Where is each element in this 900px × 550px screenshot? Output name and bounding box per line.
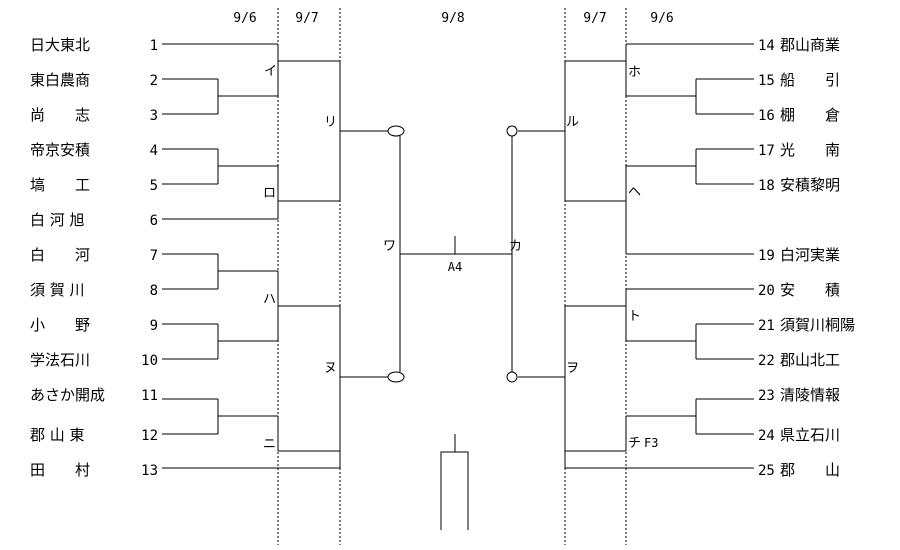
right-team-name: 県立石川 xyxy=(780,426,840,444)
left-team-number: 8 xyxy=(150,283,158,299)
left-team-name: 学法石川 xyxy=(30,351,90,369)
left-team-name: あさか開成 xyxy=(30,386,105,404)
match-label-ha: ハ xyxy=(263,292,276,307)
right-team-number: 25 xyxy=(758,463,775,479)
right-team-number: 18 xyxy=(758,178,775,194)
left-team-number: 7 xyxy=(150,248,158,264)
left-team-number: 3 xyxy=(150,108,158,124)
left-team-number: 5 xyxy=(150,178,158,194)
right-team-name: 郡 山 xyxy=(780,461,840,479)
venue-chi: F3 xyxy=(644,436,658,450)
left-team-name: 東白農商 xyxy=(30,71,90,89)
left-team-name: 小 野 xyxy=(30,316,90,334)
right-team-name: 白河実業 xyxy=(780,246,840,264)
left-team-name: 郡 山 東 xyxy=(30,426,85,444)
date-right-round1: 9/6 xyxy=(650,11,673,26)
left-team-number: 13 xyxy=(141,463,158,479)
right-team-name: 棚 倉 xyxy=(780,106,840,124)
right-bottom-node-icon xyxy=(506,371,518,383)
date-left-round2: 9/7 xyxy=(295,11,318,26)
final-connector xyxy=(400,236,512,255)
right-team-number: 17 xyxy=(758,143,775,159)
right-team-name: 光 南 xyxy=(780,141,840,159)
match-label-nu: ヌ xyxy=(324,361,337,376)
right-team-name: 船 引 xyxy=(780,71,840,89)
venue-final: A4 xyxy=(448,260,462,274)
left-team-number: 2 xyxy=(150,73,158,89)
left-team-list: 日大東北 東白農商 尚 志 帝京安積 塙 工 白 河 旭 白 河 須 賀 川 小… xyxy=(30,36,105,479)
left-team-name: 田 村 xyxy=(30,461,90,479)
match-label-i: イ xyxy=(264,64,277,79)
date-center-final: 9/8 xyxy=(441,11,464,26)
right-team-number: 15 xyxy=(758,73,775,89)
left-team-number: 6 xyxy=(150,213,158,229)
match-label-ri: リ xyxy=(324,115,337,130)
right-team-number: 22 xyxy=(758,353,775,369)
match-label-ka: カ xyxy=(509,239,522,254)
right-team-number: 21 xyxy=(758,318,775,334)
right-team-name: 安 積 xyxy=(780,281,840,299)
right-team-number: 24 xyxy=(758,428,775,444)
match-label-ni: ニ xyxy=(263,437,276,452)
left-team-numbers: 1 2 3 4 5 6 7 8 9 10 11 12 13 xyxy=(141,38,158,479)
left-team-number: 11 xyxy=(141,388,158,404)
left-team-name: 尚 志 xyxy=(30,106,90,124)
right-team-list: 郡山商業 船 引 棚 倉 光 南 安積黎明 白河実業 安 積 須賀川桐陽 郡山北… xyxy=(780,36,855,479)
match-label-wo: ヲ xyxy=(566,361,579,376)
right-team-number: 16 xyxy=(758,108,775,124)
right-team-name: 安積黎明 xyxy=(780,176,840,194)
right-team-name: 郡山北工 xyxy=(780,351,840,369)
match-label-chi: チ xyxy=(628,436,641,451)
right-team-number: 23 xyxy=(758,388,775,404)
right-team-name: 郡山商業 xyxy=(780,36,840,54)
right-top-node-icon xyxy=(506,125,518,137)
right-team-number: 20 xyxy=(758,283,775,299)
left-team-number: 4 xyxy=(150,143,158,159)
date-right-round2: 9/7 xyxy=(583,11,606,26)
right-team-number: 19 xyxy=(758,248,775,264)
match-label-wa: ワ xyxy=(383,239,396,254)
left-bottom-node-icon xyxy=(387,371,405,383)
right-team-name: 須賀川桐陽 xyxy=(780,316,855,334)
left-team-number: 10 xyxy=(141,353,158,369)
left-top-node-icon xyxy=(387,125,405,137)
left-team-name: 白 河 xyxy=(30,246,90,264)
right-team-number: 14 xyxy=(758,38,775,54)
left-team-number: 9 xyxy=(150,318,158,334)
match-label-ro: ロ xyxy=(263,186,276,201)
left-team-number: 12 xyxy=(141,428,158,444)
left-team-name: 須 賀 川 xyxy=(30,281,85,299)
left-team-number: 1 xyxy=(150,38,158,54)
match-label-ho: ホ xyxy=(628,65,641,80)
date-left-round1: 9/6 xyxy=(233,11,256,26)
match-label-he: ヘ xyxy=(628,185,641,200)
left-team-name: 塙 工 xyxy=(30,176,90,194)
left-bracket-lines xyxy=(162,43,405,469)
left-team-name: 日大東北 xyxy=(30,36,90,54)
left-team-name: 白 河 旭 xyxy=(30,211,85,229)
trophy-stand-icon xyxy=(440,434,469,530)
right-bracket-lines xyxy=(506,43,754,469)
right-team-name: 清陵情報 xyxy=(780,386,840,404)
match-label-to: ト xyxy=(628,309,641,324)
match-label-ru: ル xyxy=(566,115,579,130)
left-team-name: 帝京安積 xyxy=(30,141,90,159)
right-team-numbers: 14 15 16 17 18 19 20 21 22 23 24 25 xyxy=(758,38,775,479)
